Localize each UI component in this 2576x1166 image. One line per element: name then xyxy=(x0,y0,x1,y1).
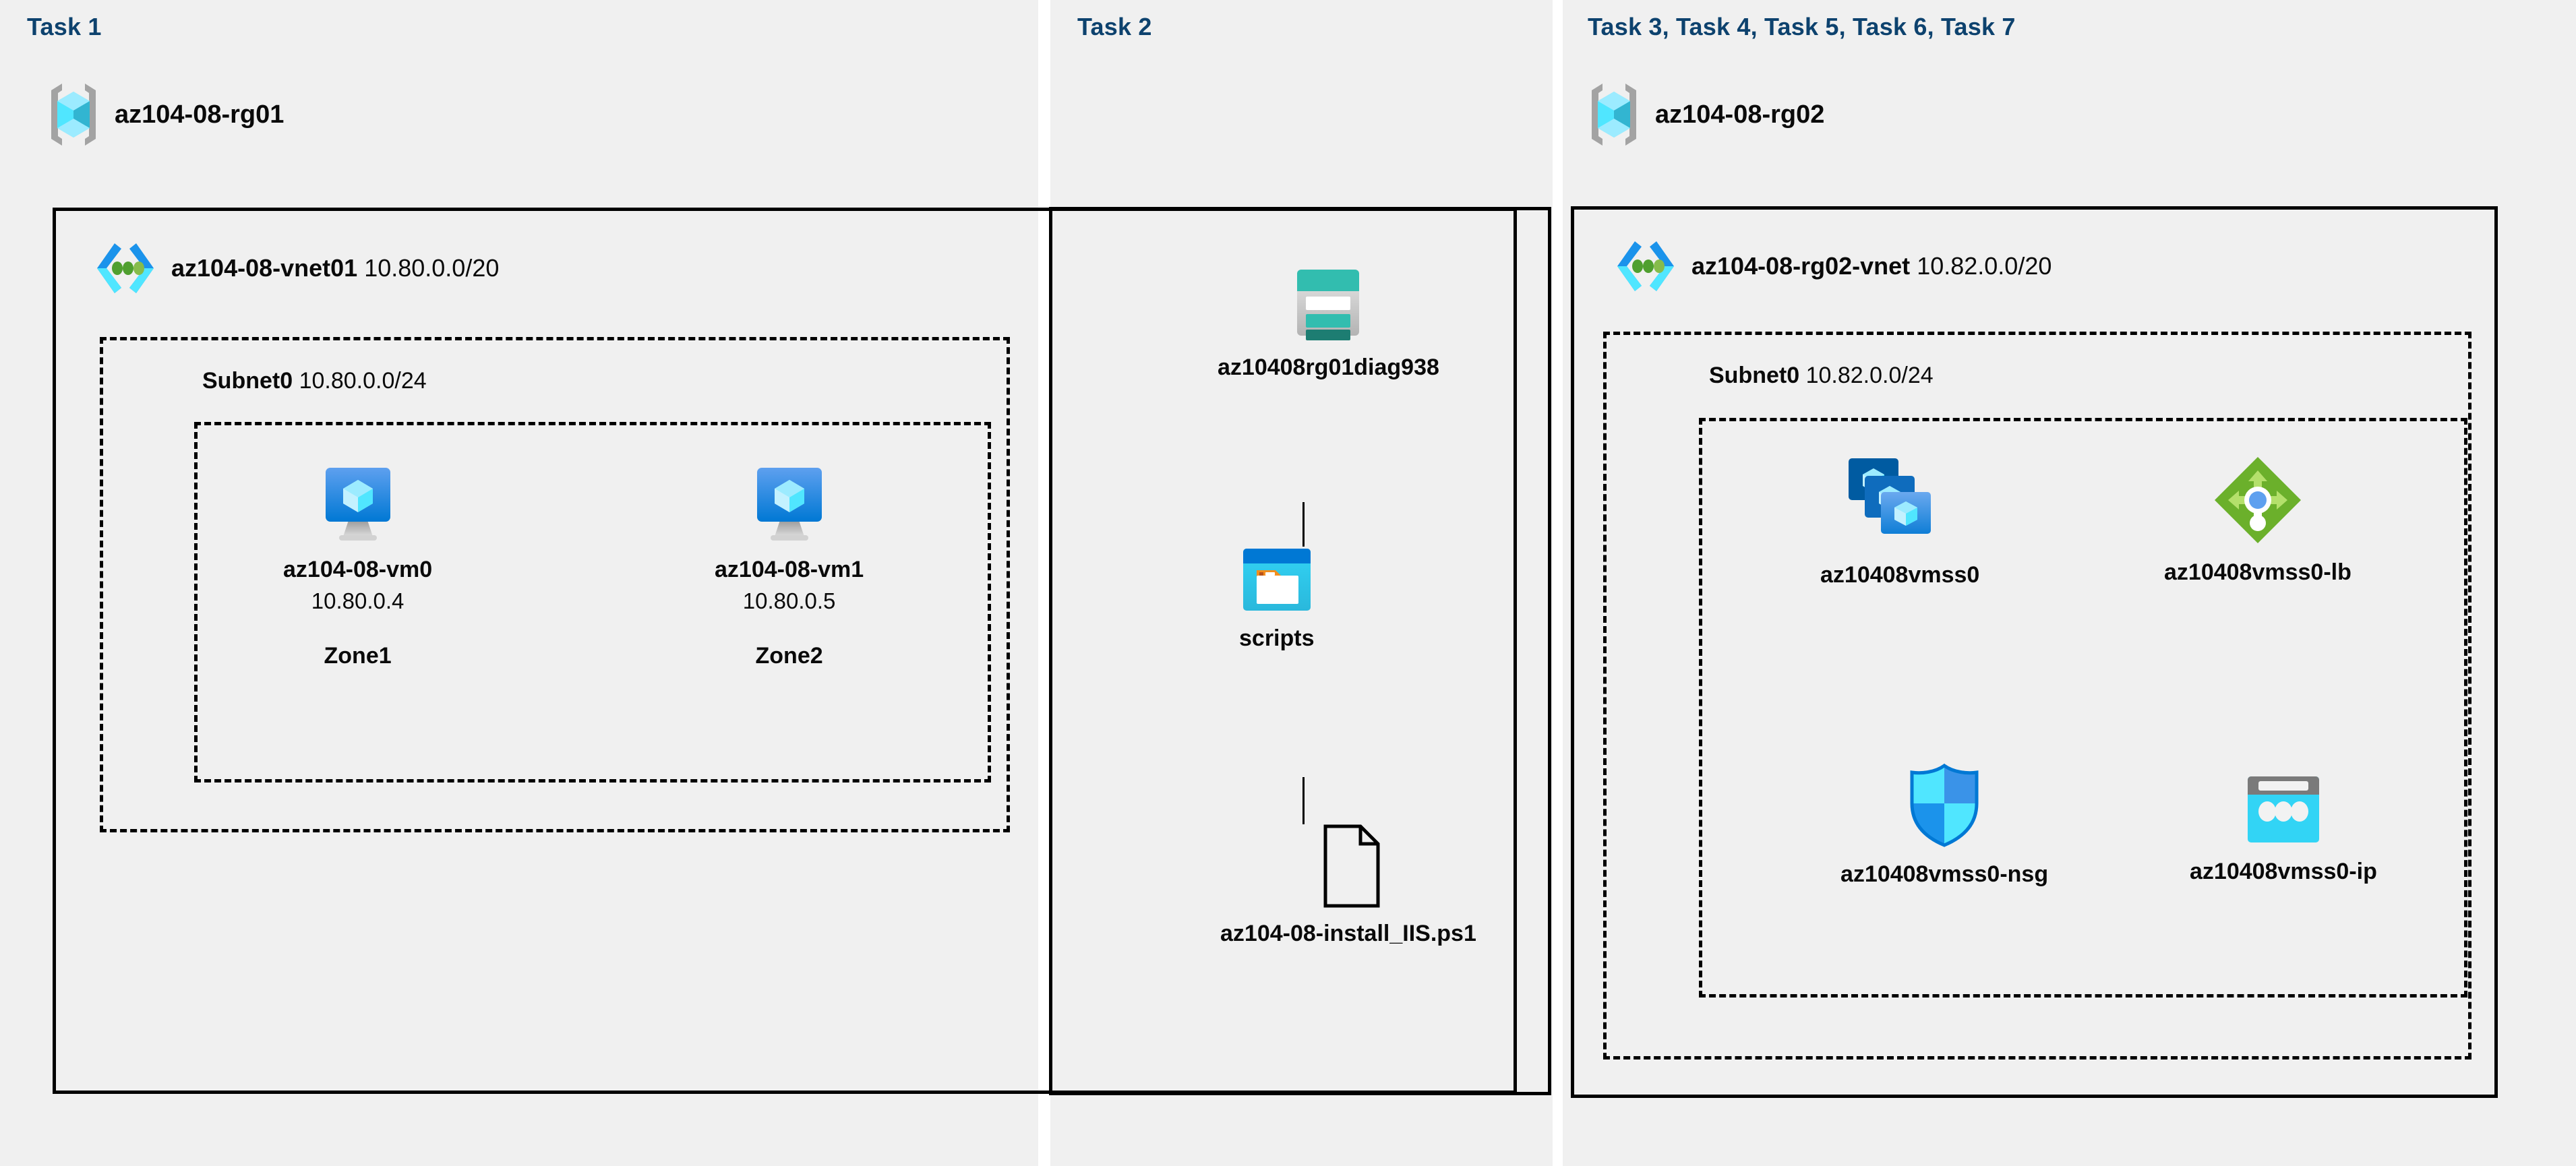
vnet01-name: az104-08-vnet01 xyxy=(171,254,358,282)
load-balancer-icon xyxy=(2211,453,2305,547)
blob-container-icon xyxy=(1240,546,1313,613)
blob-container-node: scripts xyxy=(1239,546,1315,652)
resource-group-rg01-header: az104-08-rg01 xyxy=(47,81,284,148)
virtual-machine-vm1: az104-08-vm1 10.80.0.5 Zone2 xyxy=(715,458,864,667)
task2-label: Task 2 xyxy=(1077,13,1152,40)
public-ip-address-icon xyxy=(2244,772,2323,847)
subnet0-rg01-box xyxy=(100,337,1010,832)
storage-account-name: az10408rg01diag938 xyxy=(1218,355,1439,380)
public-ip-address-node: az10408vmss0-ip xyxy=(2190,772,2377,885)
subnet0-rg02-box xyxy=(1603,332,2472,1060)
vnet02-name-and-cidr: az104-08-rg02-vnet 10.82.0.0/20 xyxy=(1691,254,2051,278)
subnet0-rg02-name: Subnet0 xyxy=(1709,363,1800,388)
subnet0-rg01-cidr: 10.80.0.0/24 xyxy=(299,368,427,394)
vm1-name: az104-08-vm1 xyxy=(715,557,864,582)
vm0-name: az104-08-vm0 xyxy=(283,557,433,582)
vnet02-name: az104-08-rg02-vnet xyxy=(1691,252,1911,280)
connector-storage-to-container xyxy=(1302,502,1305,547)
resource-group-icon xyxy=(1588,81,1640,148)
vm1-zone: Zone2 xyxy=(755,642,823,669)
storage-account-node: az10408rg01diag938 xyxy=(1218,263,1439,381)
panel-task1-background xyxy=(0,0,1038,1166)
network-security-group-icon xyxy=(1905,762,1983,849)
vm-scale-set-icon xyxy=(1846,456,1954,550)
task2-boundary-box xyxy=(1049,207,1551,1095)
connector-container-to-file xyxy=(1302,777,1305,824)
vnet01-header: az104-08-vnet01 10.80.0.0/20 xyxy=(94,239,499,297)
load-balancer-name: az10408vmss0-lb xyxy=(2164,559,2352,585)
vnet02-cidr: 10.82.0.0/20 xyxy=(1917,252,2052,280)
task3-label: Task 3, Task 4, Task 5, Task 6, Task 7 xyxy=(1588,13,2016,40)
load-balancer-node: az10408vmss0-lb xyxy=(2164,453,2352,586)
virtual-network-icon xyxy=(1615,237,1677,295)
network-security-group-node: az10408vmss0-nsg xyxy=(1840,762,2048,888)
availability-zones-box xyxy=(194,422,991,783)
virtual-machine-vm0: az104-08-vm0 10.80.0.4 Zone1 xyxy=(283,458,432,667)
vmss-resources-box xyxy=(1699,418,2467,998)
storage-account-icon xyxy=(1288,263,1368,342)
vnet01-cidr: 10.80.0.0/20 xyxy=(364,254,500,282)
subnet0-rg02-cidr: 10.82.0.0/24 xyxy=(1805,363,1934,388)
vm-scale-set-name: az10408vmss0 xyxy=(1820,562,1980,588)
vnet01-boundary-box xyxy=(53,208,1517,1094)
vnet02-boundary-box xyxy=(1571,206,2498,1098)
resource-group-rg01-name: az104-08-rg01 xyxy=(115,100,284,129)
vnet01-name-and-cidr: az104-08-vnet01 10.80.0.0/20 xyxy=(171,256,499,280)
blob-container-name: scripts xyxy=(1239,625,1315,651)
virtual-machine-icon xyxy=(315,458,401,545)
vm1-ip: 10.80.0.5 xyxy=(742,588,836,614)
vm-scale-set-node: az10408vmss0 xyxy=(1820,456,1979,588)
script-file-node: az104-08-install_IIS.ps1 xyxy=(1220,824,1476,947)
panel-task3-background xyxy=(1563,0,2576,1166)
subnet0-rg01-title: Subnet0 10.80.0.0/24 xyxy=(202,369,427,392)
vm0-ip: 10.80.0.4 xyxy=(311,588,405,614)
virtual-network-icon xyxy=(94,239,156,297)
vm0-zone: Zone1 xyxy=(324,642,392,669)
subnet0-rg02-title: Subnet0 10.82.0.0/24 xyxy=(1709,364,1934,387)
script-file-name: az104-08-install_IIS.ps1 xyxy=(1220,921,1476,946)
public-ip-address-name: az10408vmss0-ip xyxy=(2190,859,2377,884)
resource-group-rg02-name: az104-08-rg02 xyxy=(1655,100,1825,129)
resource-group-icon xyxy=(47,81,100,148)
resource-group-rg02-header: az104-08-rg02 xyxy=(1588,81,1824,148)
file-icon xyxy=(1308,824,1389,909)
vnet02-header: az104-08-rg02-vnet 10.82.0.0/20 xyxy=(1615,237,2051,295)
subnet0-rg01-name: Subnet0 xyxy=(202,368,293,394)
task1-label: Task 1 xyxy=(27,13,102,40)
network-security-group-name: az10408vmss0-nsg xyxy=(1840,861,2049,887)
virtual-machine-icon xyxy=(746,458,833,545)
